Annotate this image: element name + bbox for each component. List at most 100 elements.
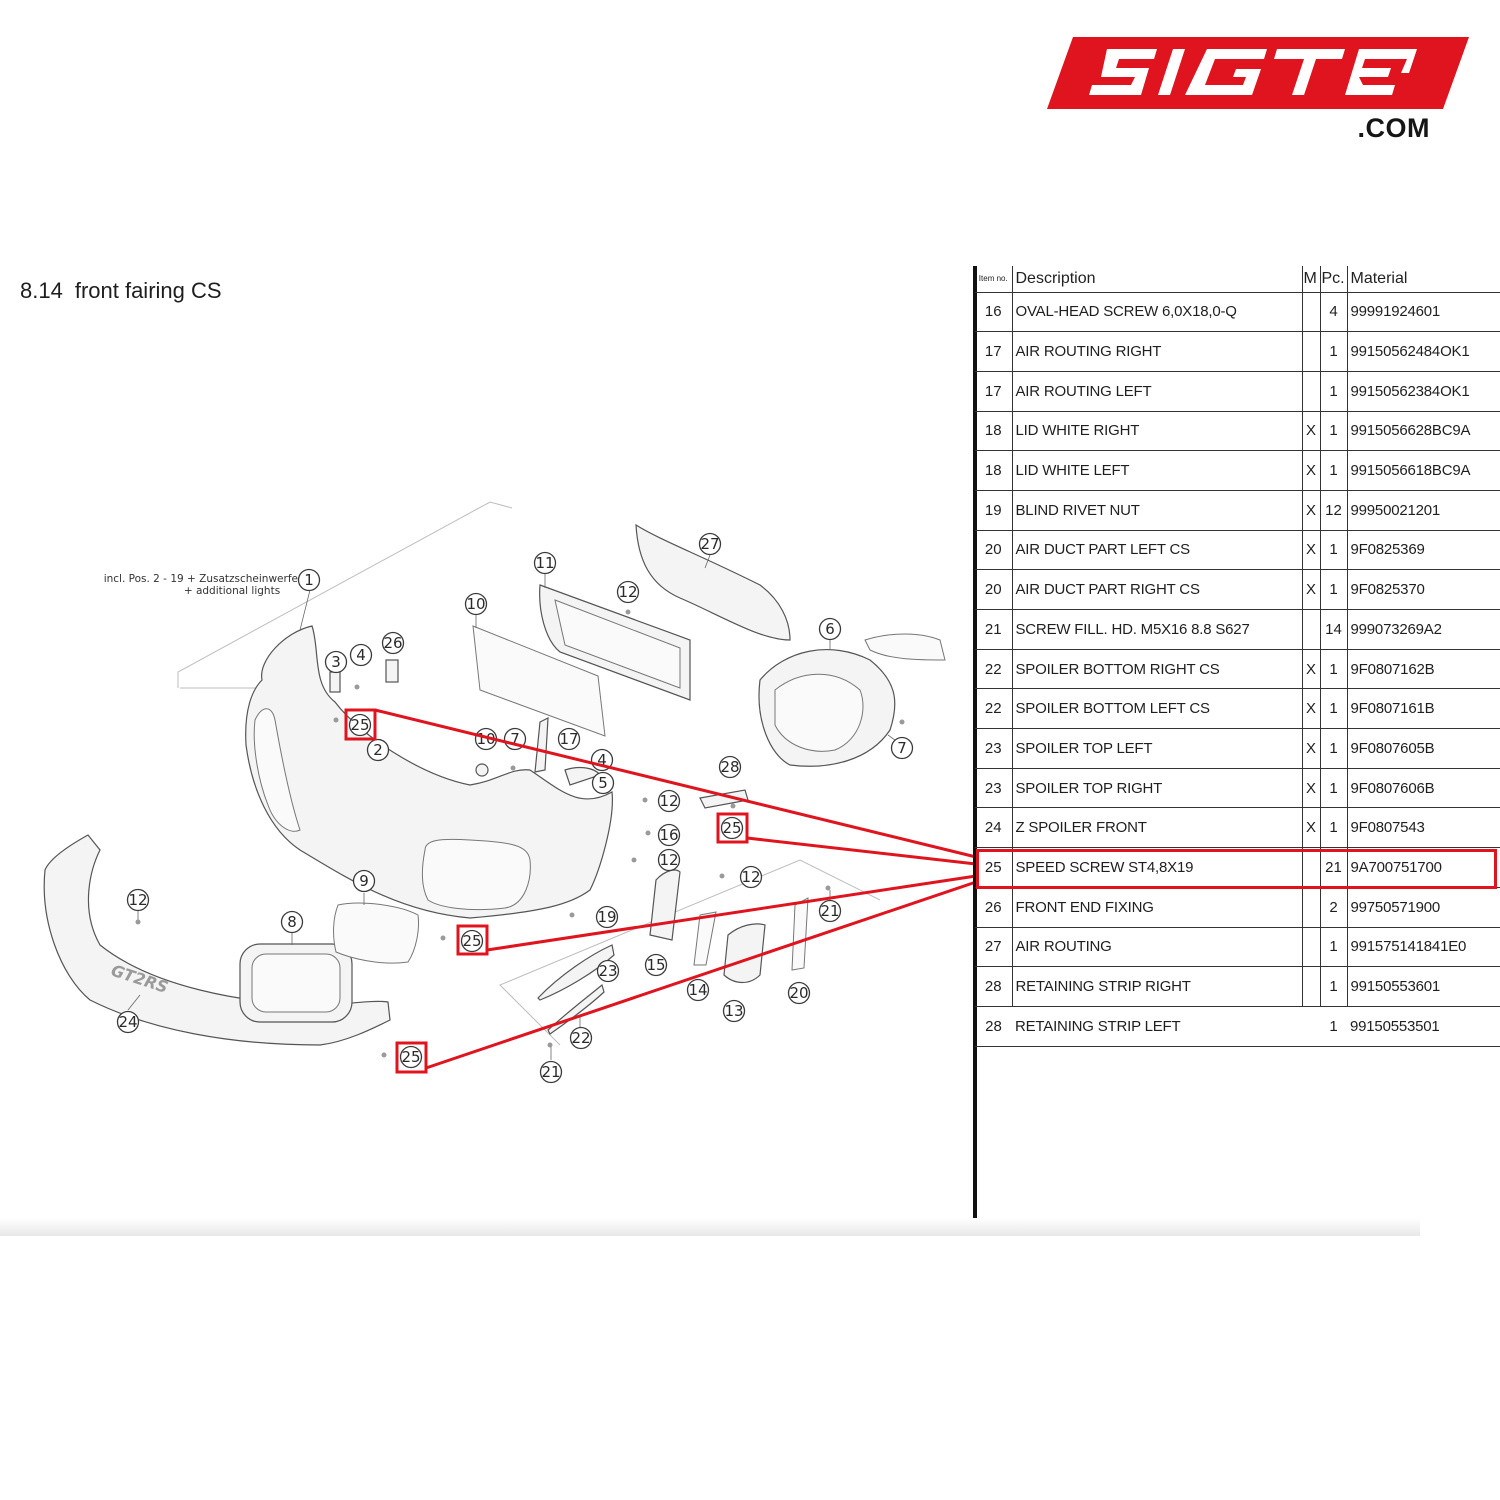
cell-description: SCREW FILL. HD. M5X16 8.8 S627 xyxy=(1012,609,1303,650)
callout-8[interactable]: 8 xyxy=(280,910,304,934)
cell-material: 99950021201 xyxy=(1347,490,1500,531)
grille-mesh-part[interactable] xyxy=(333,902,419,964)
brand-logo[interactable]: .COM xyxy=(1045,35,1470,155)
air-routing-part[interactable] xyxy=(635,523,791,641)
callout-25-highlighted[interactable]: 25 xyxy=(456,924,489,956)
cell-description: FRONT END FIXING xyxy=(1012,887,1303,928)
spoiler-lip-part[interactable] xyxy=(43,834,391,1046)
callout-21[interactable]: 21 xyxy=(818,899,842,923)
logo-mark xyxy=(1047,37,1469,109)
header-pc: Pc. xyxy=(1320,266,1348,293)
cell-pc: 1 xyxy=(1320,728,1348,769)
header-description: Description xyxy=(1012,266,1303,293)
callout-22[interactable]: 22 xyxy=(569,1026,593,1050)
screw-16-part[interactable] xyxy=(475,763,489,777)
air-duct-20-part[interactable] xyxy=(791,897,809,971)
callout-15[interactable]: 15 xyxy=(644,953,668,977)
cell-description: Z SPOILER FRONT xyxy=(1012,807,1303,849)
air-duct-14-part[interactable] xyxy=(693,911,717,966)
cell-m: X xyxy=(1302,450,1321,491)
callout-12[interactable]: 12 xyxy=(126,888,150,912)
callout-12[interactable]: 12 xyxy=(739,865,763,889)
front-bumper-part[interactable] xyxy=(245,625,613,919)
leader-lines xyxy=(127,554,903,1060)
cell-material: 99150553601 xyxy=(1347,966,1500,1007)
svg-text:4: 4 xyxy=(356,646,366,664)
callout-20[interactable]: 20 xyxy=(787,981,811,1005)
callout-16[interactable]: 16 xyxy=(657,823,681,847)
cell-pc: 1 xyxy=(1320,966,1348,1007)
callout-6[interactable]: 6 xyxy=(818,617,842,641)
callout-25-highlighted[interactable]: 25 xyxy=(395,1041,428,1074)
callout-5[interactable]: 5 xyxy=(591,771,615,795)
small-part-3[interactable] xyxy=(329,671,341,693)
callout-13[interactable]: 13 xyxy=(722,999,746,1023)
callout-21[interactable]: 21 xyxy=(539,1060,563,1084)
spoiler-top-part[interactable] xyxy=(537,944,615,1001)
callout-12[interactable]: 12 xyxy=(657,848,681,872)
callout-12[interactable]: 12 xyxy=(657,789,681,813)
cell-item-no: 17 xyxy=(975,331,1013,372)
svg-text:23: 23 xyxy=(598,962,617,980)
callout-11[interactable]: 11 xyxy=(533,551,557,575)
header-material: Material xyxy=(1347,266,1500,293)
mesh-panel-part[interactable] xyxy=(472,625,606,737)
callout-12[interactable]: 12 xyxy=(616,580,640,604)
cell-description: AIR DUCT PART LEFT CS xyxy=(1012,530,1303,571)
cell-m xyxy=(1302,609,1321,650)
callout-2[interactable]: 2 xyxy=(366,738,390,762)
callout-25-highlighted[interactable]: 25 xyxy=(344,708,377,741)
small-part-26[interactable] xyxy=(385,659,399,683)
callout-28[interactable]: 28 xyxy=(718,755,742,779)
callout-3[interactable]: 3 xyxy=(324,650,348,674)
air-duct-13-part[interactable] xyxy=(723,923,766,984)
svg-text:12: 12 xyxy=(659,792,678,810)
header-m: M xyxy=(1302,266,1321,293)
cell-description: AIR DUCT PART RIGHT CS xyxy=(1012,569,1303,610)
callout-1[interactable]: 1 xyxy=(297,568,321,592)
cell-material: 9F0825369 xyxy=(1347,530,1500,571)
callout-17[interactable]: 17 xyxy=(557,727,581,751)
cell-m xyxy=(1302,292,1321,333)
callout-23[interactable]: 23 xyxy=(596,959,620,983)
cell-item-no: 25 xyxy=(975,847,1013,888)
callout-14[interactable]: 14 xyxy=(686,978,710,1002)
air-routing-17-part[interactable] xyxy=(534,716,549,773)
logo-lettering xyxy=(1089,49,1417,95)
callout-24[interactable]: 24 xyxy=(116,1010,140,1034)
callout-4[interactable]: 4 xyxy=(349,643,373,667)
cell-m xyxy=(1302,847,1321,888)
callout-25-highlighted[interactable]: 25 xyxy=(716,812,749,844)
air-duct-15-part[interactable] xyxy=(649,869,681,941)
light-housing-opening xyxy=(774,673,864,752)
cell-pc: 12 xyxy=(1320,490,1348,531)
callout-10[interactable]: 10 xyxy=(464,592,488,616)
callout-26[interactable]: 26 xyxy=(381,631,405,655)
callout-9[interactable]: 9 xyxy=(352,869,376,893)
svg-text:28: 28 xyxy=(720,758,739,776)
callout-19[interactable]: 19 xyxy=(595,905,619,929)
cell-item-no: 26 xyxy=(975,887,1013,928)
callout-7[interactable]: 7 xyxy=(890,736,914,760)
callout-27[interactable]: 27 xyxy=(698,532,722,556)
